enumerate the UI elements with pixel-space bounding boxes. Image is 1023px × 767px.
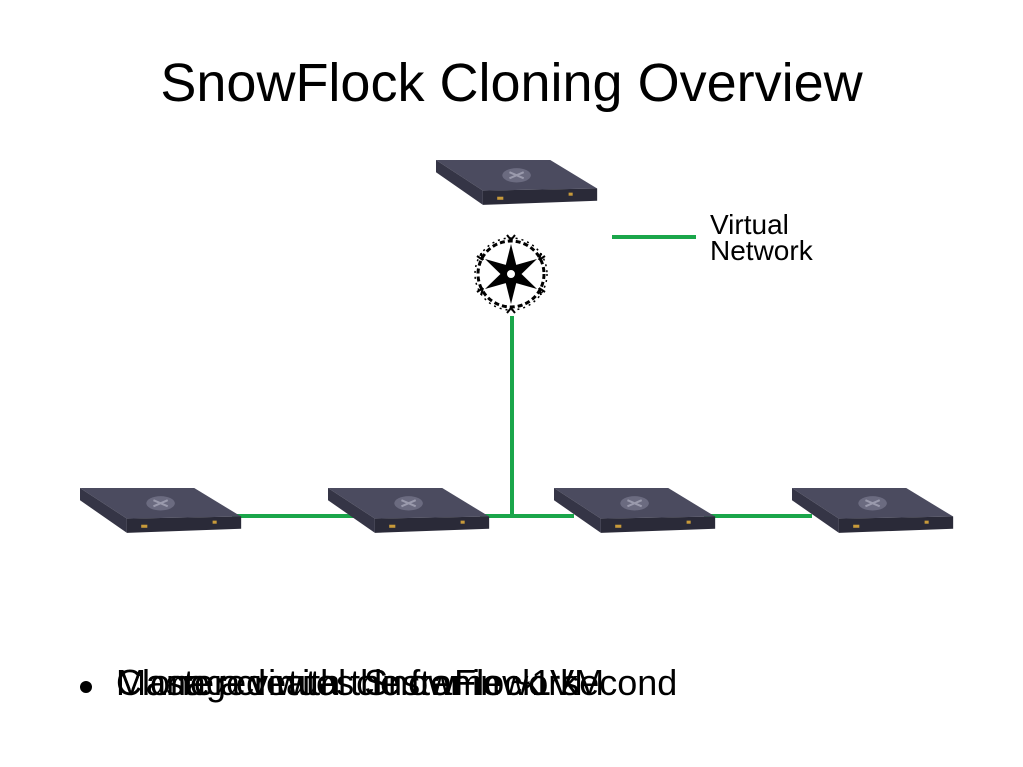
- server-icon: [434, 158, 599, 206]
- legend-label: Virtual Network: [710, 209, 813, 266]
- page-title: SnowFlock Cloning Overview: [160, 53, 863, 113]
- snowflake-icon: [474, 234, 548, 314]
- legend-label-line1: Virtual: [710, 209, 789, 240]
- bullet-item-3: Managed with the framework: [116, 662, 579, 703]
- server-icon: [790, 486, 955, 534]
- bullet-icon: [80, 681, 92, 693]
- bullet-item-1: Master creates SnowFlock VM: [116, 662, 605, 703]
- server-icon: [326, 486, 491, 534]
- legend-label-line2: Network: [710, 235, 813, 266]
- bullet-item-2: Clone a virtual cluster in ~1 second: [116, 662, 678, 703]
- server-icon: [78, 486, 243, 534]
- server-icon: [552, 486, 717, 534]
